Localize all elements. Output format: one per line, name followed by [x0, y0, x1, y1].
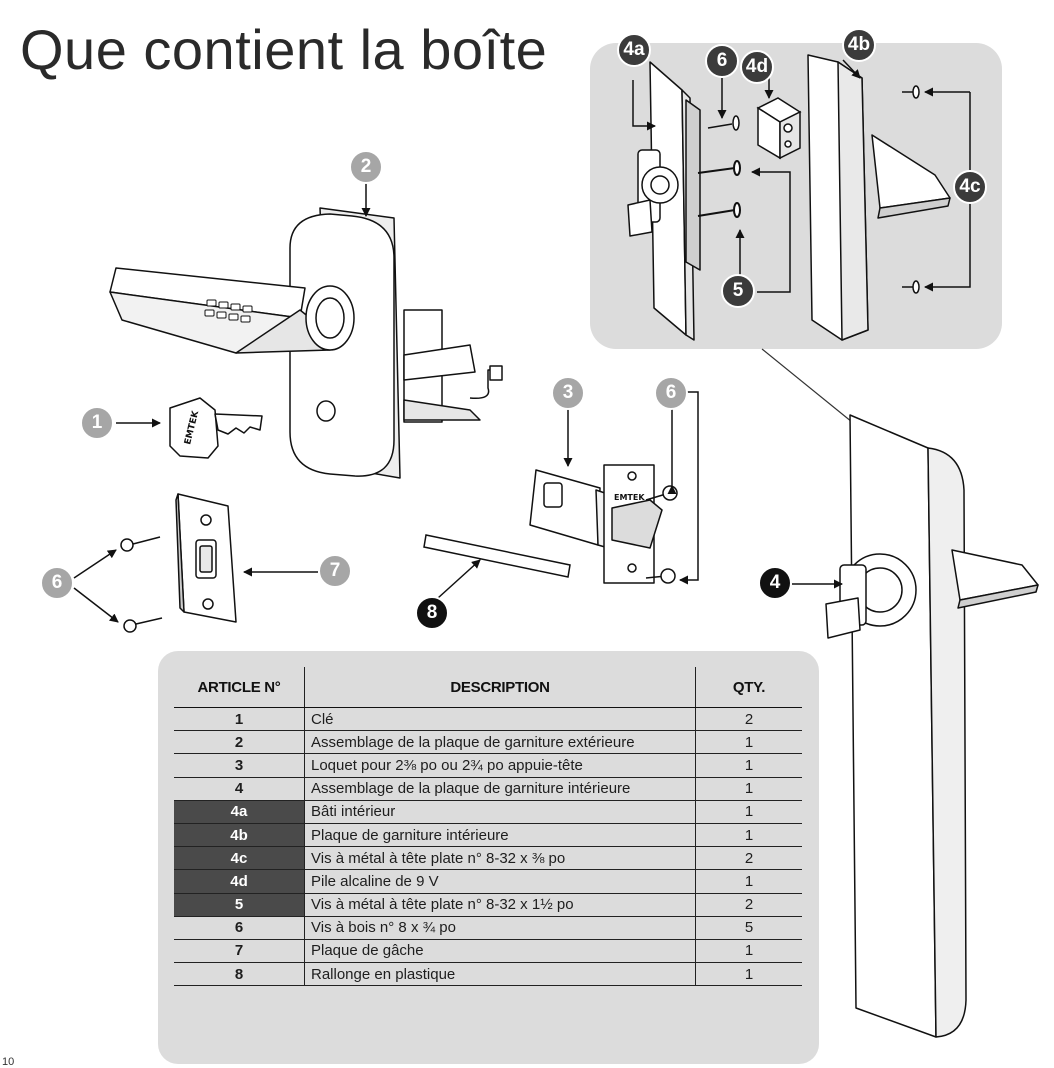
item-quantity: 1	[695, 800, 802, 824]
item-quantity: 5	[695, 916, 802, 940]
item-quantity: 1	[695, 777, 802, 801]
item-number: 4	[174, 777, 305, 801]
callout-interior-plate-badge: 4b	[842, 28, 876, 62]
latch-3: EMTEK	[529, 464, 663, 584]
latch-brand-text: EMTEK	[614, 493, 645, 502]
callout-wood-screws-strike-badge: 6	[40, 566, 74, 600]
item-number: 8	[174, 962, 305, 987]
screw-6-small	[707, 115, 740, 131]
item-description: Pile alcaline de 9 V	[304, 869, 696, 894]
item-quantity: 1	[695, 869, 802, 894]
strike-plate-7	[175, 493, 237, 623]
callout-wood-screws-latch-badge: 6	[654, 376, 688, 410]
item-number: 4b	[174, 823, 305, 848]
item-quantity: 1	[695, 939, 802, 964]
item-quantity: 1	[695, 730, 802, 755]
item-description: Assemblage de la plaque de garniture ext…	[304, 730, 696, 755]
item-description: Loquet pour 2⅜ po ou 2¾ po appuie-tête	[304, 753, 696, 778]
item-description: Rallonge en plastique	[304, 962, 696, 987]
wood-screws-latch	[645, 485, 678, 584]
exterior-trim-2	[109, 207, 503, 479]
page-number: 10	[2, 1056, 15, 1068]
wood-screws-strike	[120, 536, 163, 633]
header-quantity: QTY.	[695, 667, 802, 708]
page-title: Que contient la boîte	[20, 18, 548, 81]
item-quantity: 2	[695, 707, 802, 732]
callout-strike-plate-badge: 7	[318, 554, 352, 588]
callout-latch-badge: 3	[551, 376, 585, 410]
item-number: 2	[174, 730, 305, 755]
item-quantity: 1	[695, 753, 802, 778]
item-description: Vis à métal à tête plate n° 8-32 x 1½ po	[304, 893, 696, 917]
machine-screws-5	[697, 160, 741, 218]
interior-plate-4b	[807, 54, 951, 341]
interior-assembly-4	[825, 414, 1039, 1038]
item-number: 4c	[174, 846, 305, 871]
callout-key-badge: 1	[80, 406, 114, 440]
item-description: Assemblage de la plaque de garniture int…	[304, 777, 696, 801]
plastic-extension-8	[423, 534, 571, 578]
item-description: Vis à bois n° 8 x ¾ po	[304, 916, 696, 940]
callout-wood-screw-box-badge: 6	[705, 44, 739, 78]
item-description: Vis à métal à tête plate n° 8-32 x ⅜ po	[304, 846, 696, 871]
header-description: DESCRIPTION	[304, 667, 696, 708]
item-number: 4d	[174, 869, 305, 894]
item-number: 3	[174, 753, 305, 778]
item-description: Plaque de gâche	[304, 939, 696, 964]
item-number: 6	[174, 916, 305, 940]
item-description: Bâti intérieur	[304, 800, 696, 824]
item-number: 4a	[174, 800, 305, 824]
item-quantity: 2	[695, 893, 802, 917]
item-quantity: 2	[695, 846, 802, 871]
item-quantity: 1	[695, 962, 802, 987]
callout-machine-screws-badge: 5	[721, 274, 755, 308]
item-quantity: 1	[695, 823, 802, 848]
callout-interior-trim-badge: 4	[758, 566, 792, 600]
battery-4d	[756, 97, 802, 160]
item-number: 1	[174, 707, 305, 732]
plate-screws-4c	[902, 85, 920, 294]
callout-exterior-trim-badge: 2	[349, 150, 383, 184]
callout-battery-badge: 4d	[740, 50, 774, 84]
key-1: EMTEK	[169, 397, 263, 459]
keypad-buttons	[204, 299, 253, 323]
chassis-4a	[627, 61, 701, 341]
callout-plate-screws-badge: 4c	[953, 170, 987, 204]
item-number: 7	[174, 939, 305, 964]
header-article-number: ARTICLE N°	[174, 667, 305, 708]
item-description: Plaque de garniture intérieure	[304, 823, 696, 848]
callout-extension-badge: 8	[415, 596, 449, 630]
item-description: Clé	[304, 707, 696, 732]
callout-chassis-badge: 4a	[617, 33, 651, 67]
table-header-row: ARTICLE N° DESCRIPTION QTY.	[174, 667, 802, 708]
item-number: 5	[174, 893, 305, 917]
